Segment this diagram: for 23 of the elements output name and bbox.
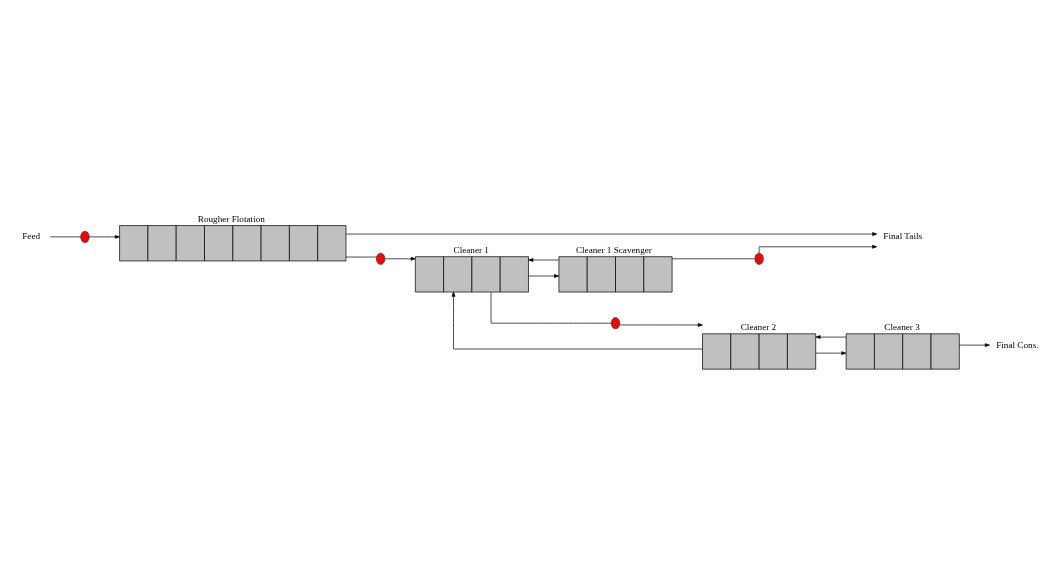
node-circle: [754, 252, 764, 265]
arrow: [345, 232, 878, 236]
node-circle: [610, 317, 621, 330]
arrow: [384, 256, 416, 261]
arrow: [619, 323, 703, 327]
node-label: Cleaner 2: [740, 321, 777, 332]
node-circle: [80, 230, 90, 243]
arrow: [88, 235, 120, 239]
node-label: Rougher Flotation: [197, 213, 265, 224]
node-text: Final Cons.: [996, 339, 1039, 350]
arrow: [815, 351, 847, 355]
node-label: Cleaner 1 Scavenger: [575, 244, 652, 255]
arrow: [959, 343, 990, 347]
node-text: Feed: [22, 231, 41, 242]
arrow: [528, 258, 560, 262]
arrow: [758, 244, 878, 254]
arrow: [451, 291, 703, 350]
node-text: Final Tails: [883, 231, 923, 242]
node-circle: [376, 252, 386, 265]
arrow: [815, 335, 847, 339]
arrow: [528, 274, 560, 278]
node-label: Cleaner 1: [453, 244, 489, 255]
node-label: Cleaner 3: [884, 321, 920, 332]
